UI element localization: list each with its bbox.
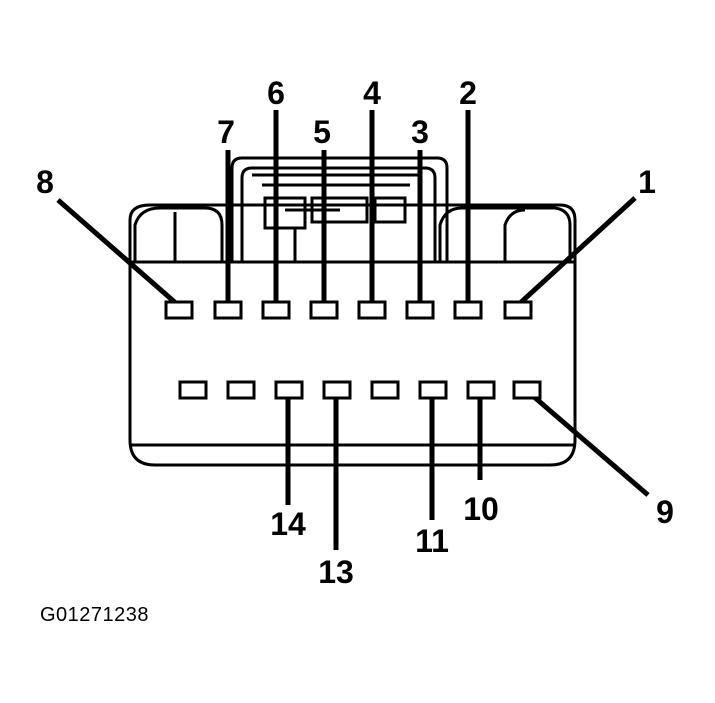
pin-label-10: 10 [463,491,499,527]
pin-label-14: 14 [270,506,306,542]
pin-16 [178,380,208,400]
leader-9 [524,388,650,497]
pin-1 [503,300,533,320]
pin-label-11: 11 [415,523,449,559]
pin-label-5: 5 [313,114,331,150]
pin-8 [164,300,194,320]
figure-id: G01271238 [40,604,150,626]
pin-label-9: 9 [656,494,674,530]
leader-lines [56,110,650,550]
pin-label-4: 4 [363,75,381,111]
pin-2 [453,300,483,320]
pin-3 [405,300,435,320]
pin-5 [309,300,339,320]
pin-labels: 6 4 2 7 5 3 8 1 14 13 11 10 9 [36,75,674,590]
pin-7 [213,300,243,320]
pin-14 [274,380,304,400]
top-pin-row [164,300,533,320]
pin-15 [226,380,256,400]
pin-13 [322,380,352,400]
pin-label-1: 1 [638,164,656,200]
pin-label-3: 3 [411,114,429,150]
pin-label-7: 7 [217,114,235,150]
pin-label-6: 6 [267,75,285,111]
connector-body [128,156,577,467]
pin-4 [357,300,387,320]
leader-1 [516,196,637,307]
pin-11 [418,380,448,400]
leader-8 [56,198,180,307]
pin-9 [512,380,542,400]
bottom-pin-row [178,380,542,400]
pin-label-13: 13 [318,554,354,590]
pin-label-2: 2 [459,75,477,111]
pin-12 [370,380,400,400]
pin-6 [261,300,291,320]
pin-label-8: 8 [36,164,54,200]
pin-10 [466,380,496,400]
